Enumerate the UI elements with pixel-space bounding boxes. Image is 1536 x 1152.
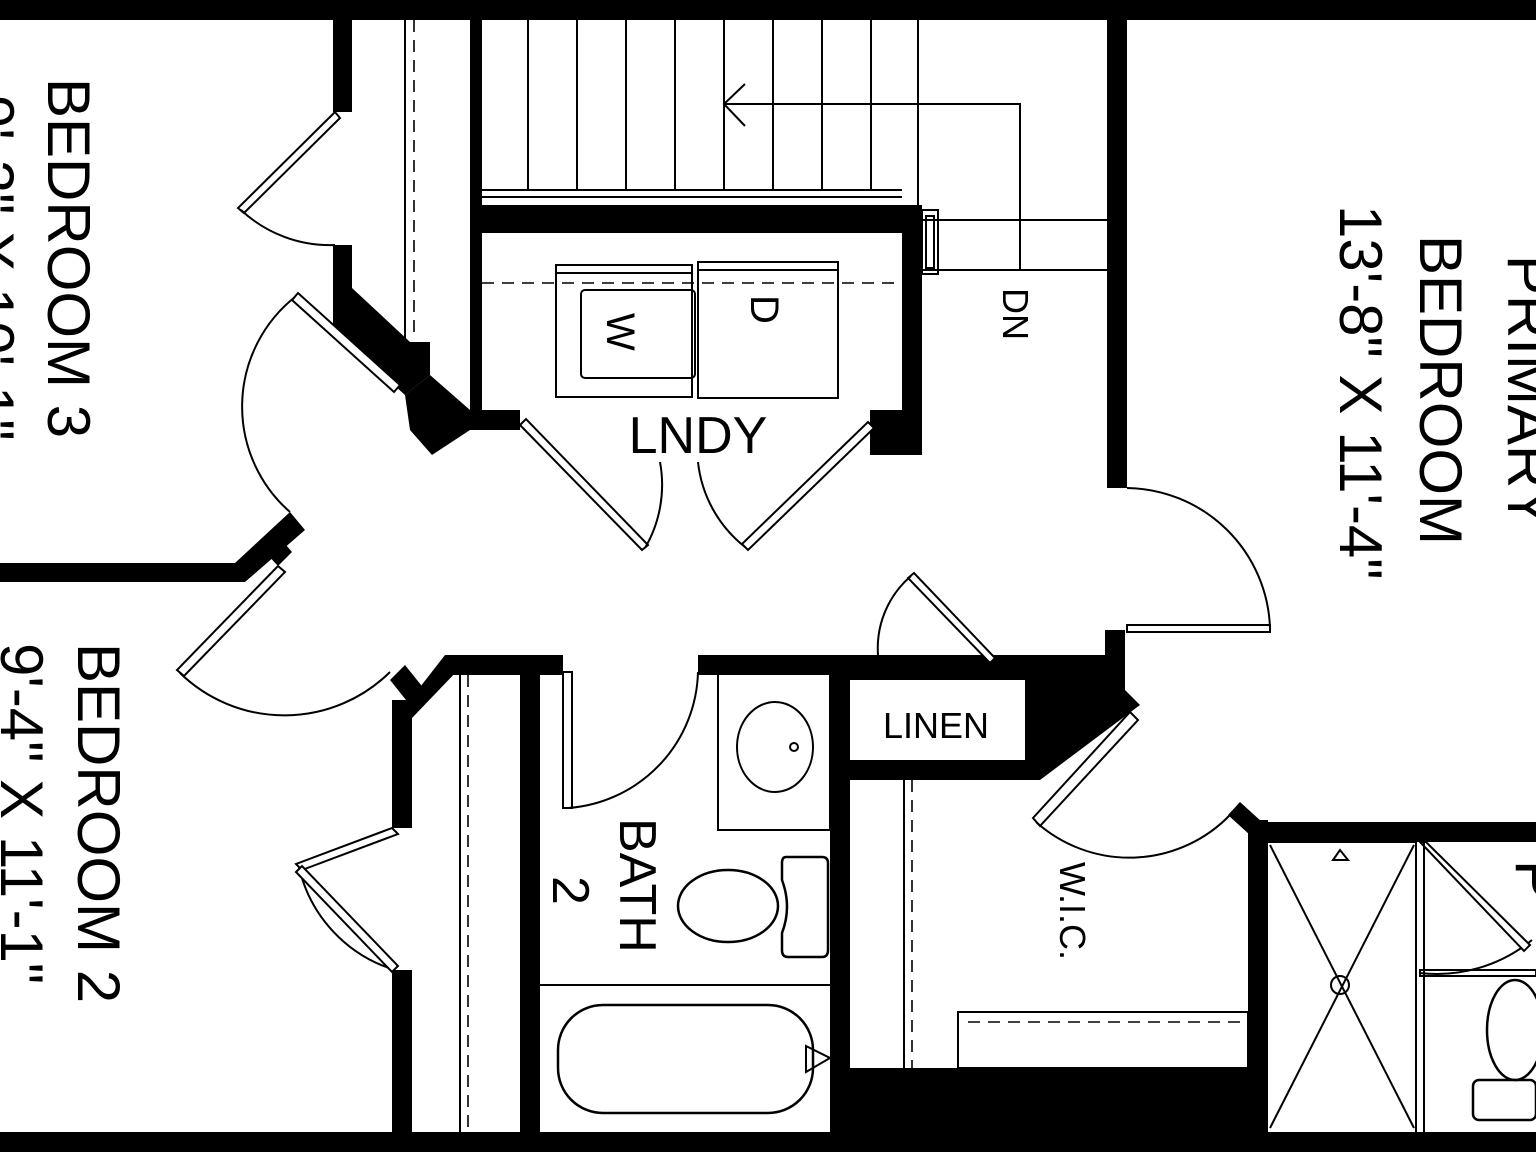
- stairs: DN: [482, 20, 1107, 340]
- sink: [736, 701, 814, 793]
- closet-details: [404, 20, 1249, 1132]
- washer: [555, 264, 693, 398]
- laundry-appliances: W D: [482, 261, 902, 399]
- dryer: [697, 261, 839, 399]
- primary-size: 13'-8" X 11'-4": [1327, 205, 1394, 580]
- bathtub: [556, 1003, 815, 1115]
- bedroom2-size: 9'-4" X 11'-1": [0, 643, 55, 984]
- bedroom3-size: 9'-2" X 10'-1": [0, 95, 26, 441]
- stairs-dn-label: DN: [995, 288, 1036, 340]
- linen-name: LINEN: [883, 705, 989, 746]
- bath2-fixtures: [540, 671, 833, 1115]
- interior-walls: [0, 20, 1536, 1132]
- primary-toilet: [1485, 978, 1536, 1082]
- vanity: [717, 671, 831, 831]
- primary-name-line1: PRIMARY: [1495, 255, 1536, 527]
- toilet-tank: [780, 855, 830, 959]
- bedroom2-name: BEDROOM 2: [65, 643, 132, 1003]
- room-labels: BEDROOM 3 9'-2" X 10'-1" BEDROOM 2 9'-4"…: [0, 78, 1536, 1003]
- primary-bath-name: P: [1503, 860, 1536, 900]
- doors: [175, 110, 1536, 977]
- primary-bath-fixtures: [1268, 841, 1536, 1132]
- wic-name: W.I.C.: [1052, 862, 1093, 960]
- bedroom3-name: BEDROOM 3: [35, 78, 102, 438]
- toilet-bowl: [676, 868, 780, 944]
- laundry-name: LNDY: [629, 407, 768, 465]
- bath2-name: BATH: [608, 818, 666, 953]
- bath2-number: 2: [541, 876, 599, 905]
- shower-drain: [1330, 975, 1350, 995]
- dryer-label: D: [742, 295, 786, 324]
- washer-label: W: [598, 313, 642, 351]
- primary-name-line2: BEDROOM: [1407, 235, 1474, 545]
